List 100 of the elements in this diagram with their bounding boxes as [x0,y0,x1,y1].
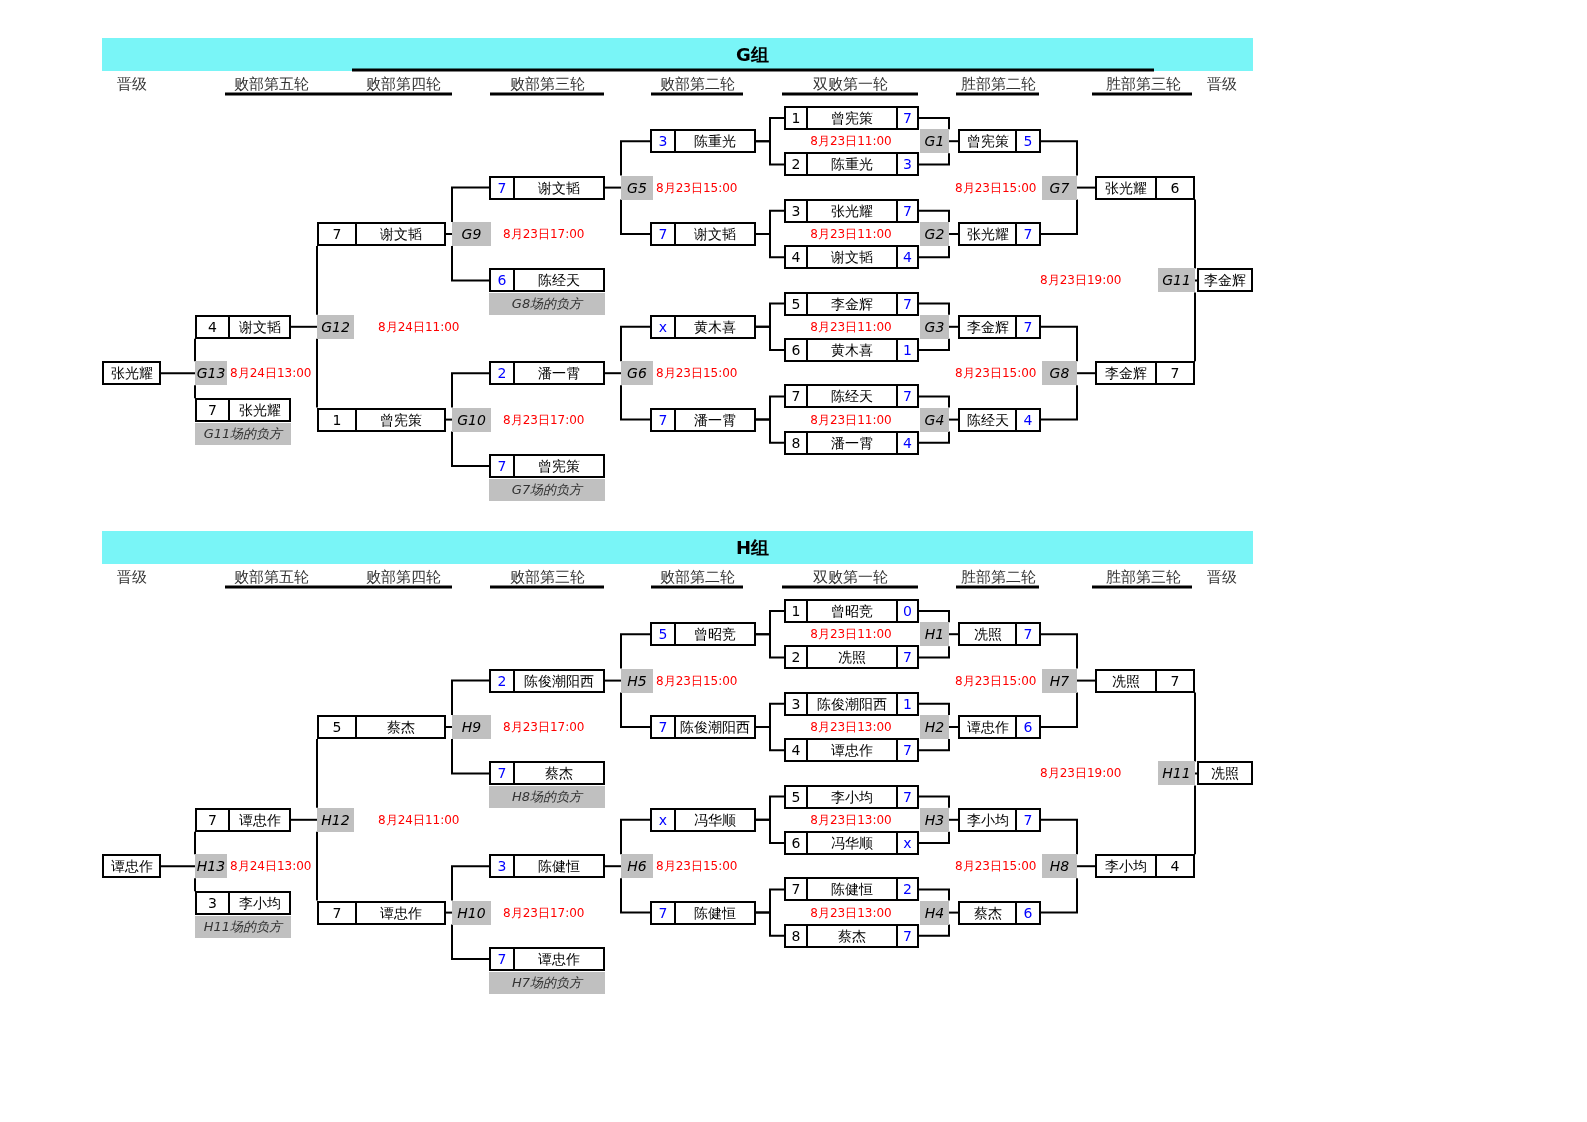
score: 7 [896,786,917,807]
group-banner: H组 [102,531,1253,564]
match-time: 8月23日11:00 [809,133,893,151]
match-code: H13 [195,854,227,879]
player-name: 谢文韬 [228,316,289,337]
bracket-line [755,140,785,166]
score: 7 [896,925,917,946]
bracket-line [948,325,959,328]
player-box [784,430,919,455]
seed-number: 7 [790,880,802,900]
bracket-line [451,372,490,409]
seed-number: 1 [331,410,343,430]
bracket-line [445,233,453,235]
bracket-line [755,818,785,844]
bracket-line [918,738,950,752]
bracket-line [918,923,950,937]
match-time: 8月23日11:00 [809,411,893,429]
bracket-line [1194,772,1198,775]
player-name: 李小均 [806,786,896,807]
column-header: 败部第五轮 [233,568,309,587]
bracket-line [948,233,959,235]
seed-number: 5 [790,294,802,314]
bracket-line [948,418,959,421]
match-time: 8月23日17:00 [503,226,586,243]
score: 7 [657,225,669,244]
match-time: 8月23日15:00 [955,365,1038,383]
player-name: 谢文韬 [513,177,603,198]
seed-number: 4 [790,248,802,268]
player-box [784,384,919,409]
player-box [195,314,291,339]
player-box [958,715,1041,739]
match-code: H7 [1042,668,1077,693]
score: 5 [657,625,669,645]
player-box [317,407,446,432]
player-name: 谭忠作 [228,809,289,830]
match-time: 8月23日15:00 [656,365,739,383]
player-box [489,761,605,786]
bracket-line [1040,198,1078,235]
bracket-line [194,337,196,363]
match-code: G6 [621,361,653,386]
seed-number: 7 [207,401,218,421]
bracket-line [755,726,785,752]
player-name: 李金辉 [965,317,1010,337]
match-code: H5 [621,668,653,693]
player-name: 张光耀 [228,400,289,421]
match-time: 8月23日13:00 [809,811,893,829]
player-name: 陈重光 [674,131,754,152]
player-box [784,245,919,270]
score: 1 [896,693,917,714]
player-box [489,854,605,879]
player-name: 曾宪策 [806,108,896,128]
match-code: H8 [1042,854,1077,879]
player-box [784,784,919,809]
bracket-line [918,152,950,166]
match-code: H4 [920,900,949,925]
score: 6 [1015,902,1039,923]
player-name: 蔡杰 [972,903,1003,923]
column-header: 晋级 [1207,568,1237,587]
loser-note: G7场的负方 [489,479,605,501]
player-name: 曾昭竞 [806,601,896,621]
bracket-line [755,233,785,259]
player-box [958,314,1041,339]
bracket-line [160,372,196,375]
score: 7 [896,386,917,407]
score: 2 [496,671,508,691]
bracket-line [948,911,959,914]
player-box [1095,668,1195,693]
player-name: 冯华顺 [806,833,896,853]
player-name: 陈健恒 [806,879,896,900]
score: x [896,833,917,853]
player-box [784,691,919,716]
match-code: H9 [452,715,491,739]
bracket-line [1040,384,1078,421]
bracket-line [1194,784,1196,856]
bracket-line [755,911,785,937]
player-name: 蔡杰 [513,763,603,784]
bracket-line [918,302,950,316]
match-code: G7 [1042,175,1077,200]
player-box [650,715,756,739]
column-header: 败部第三轮 [509,75,585,94]
player-name: 潘一霄 [513,363,603,384]
player-name: 李金辉 [806,293,896,314]
column-header: 晋级 [117,568,147,587]
seed-number: 3 [207,894,218,914]
bracket-line [445,418,453,421]
player-name: 蔡杰 [806,925,896,946]
player-name: 陈经天 [806,386,896,407]
score: 7 [496,764,508,784]
match-time: 8月23日15:00 [656,179,739,197]
score: 7 [1015,809,1039,830]
winner-box: 李金辉 [1197,268,1253,293]
player-box [650,222,756,246]
score: 1 [896,340,917,360]
bracket-line [918,430,950,444]
bracket-line [316,337,318,409]
loser-note: H7场的负方 [489,972,605,994]
match-time: 8月23日17:00 [503,904,586,922]
player-box [958,807,1041,832]
score: 7 [1155,363,1193,384]
bracket-line [918,245,950,259]
